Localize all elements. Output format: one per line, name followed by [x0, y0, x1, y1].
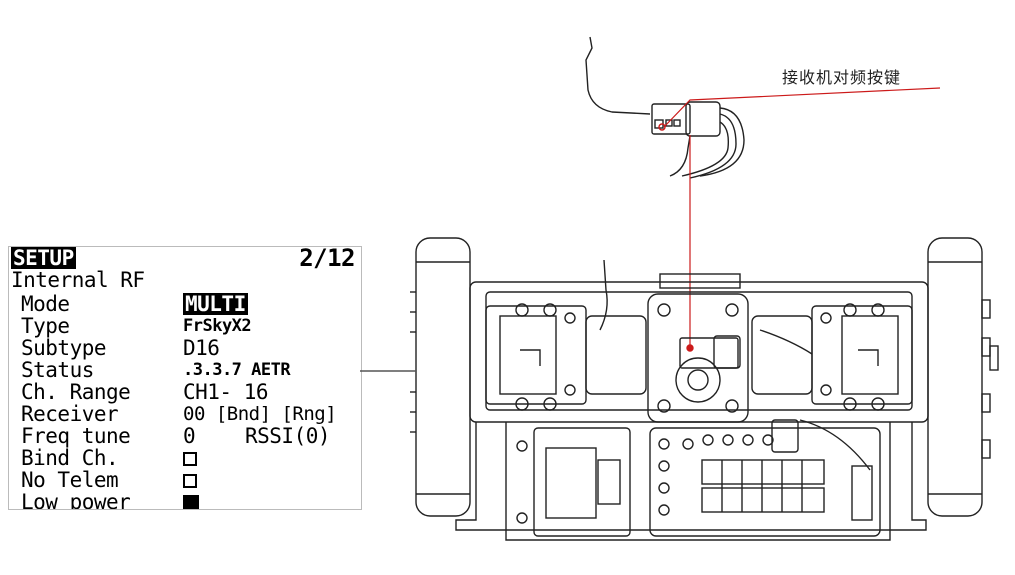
- lcd-row-bind-ch[interactable]: Bind Ch.: [9, 447, 361, 469]
- left-servo: [485, 303, 587, 411]
- lcd-row-low-power[interactable]: Low power: [9, 490, 361, 510]
- lcd-row-subtype[interactable]: Subtype D16: [9, 337, 361, 359]
- lcd-row-receiver[interactable]: Receiver 00 [Bnd] [Rng]: [9, 403, 361, 425]
- lcd-section-title: Internal RF: [11, 268, 145, 292]
- bind-button-marker: [686, 344, 694, 352]
- right-servo: [811, 303, 913, 411]
- lcd-label-mode: Mode: [21, 292, 70, 316]
- lcd-row-mode[interactable]: Mode MULTI: [9, 293, 361, 315]
- right-motor: [751, 315, 813, 395]
- battery-wire: [799, 419, 871, 471]
- bottom-motor: [516, 427, 631, 537]
- servo-wire: [599, 259, 608, 331]
- receiver-module: [651, 101, 745, 179]
- lcd-label-status: Status: [21, 358, 94, 382]
- lcd-label-bind-ch: Bind Ch.: [21, 446, 119, 470]
- lcd-value-receiver[interactable]: 00 [Bnd] [Rng]: [183, 403, 337, 425]
- lcd-label-ch-range: Ch. Range: [21, 380, 131, 404]
- motor-wire: [759, 329, 813, 355]
- lcd-row-no-telem[interactable]: No Telem: [9, 469, 361, 491]
- lcd-value-freq-tune[interactable]: 0: [183, 424, 196, 448]
- callout-leader-line: [663, 87, 941, 128]
- bind-button-callout-label: 接收机对频按键: [782, 70, 902, 87]
- lcd-value-subtype[interactable]: D16: [183, 336, 220, 360]
- lcd-label-receiver: Receiver: [21, 402, 119, 426]
- lcd-label-freq-tune: Freq tune: [21, 424, 131, 448]
- lcd-label-low-power: Low power: [21, 490, 131, 510]
- lcd-checkbox-no-telem[interactable]: [183, 469, 197, 491]
- battery-holder: [649, 419, 881, 537]
- lcd-value-mode[interactable]: MULTI: [183, 292, 248, 316]
- lcd-value-status: .3.3.7 AETR: [183, 360, 291, 380]
- lcd-checkbox-low-power[interactable]: [183, 491, 199, 509]
- lcd-setup-screen: SETUP 2/12 Internal RF Mode MULTI Type F…: [8, 246, 362, 510]
- lcd-value-type[interactable]: FrSkyX2: [183, 316, 252, 336]
- lcd-value-rssi: RSSI(0): [245, 424, 331, 448]
- receiver-antenna: [585, 36, 651, 115]
- left-motor: [585, 315, 647, 395]
- lcd-label-type: Type: [21, 314, 70, 338]
- lcd-row-status: Status .3.3.7 AETR: [9, 359, 361, 381]
- lcd-row-type[interactable]: Type FrSkyX2: [9, 315, 361, 337]
- receiver-bay: [647, 293, 749, 423]
- lcd-header-title: SETUP: [11, 246, 76, 270]
- right-wheel: [927, 237, 999, 517]
- lcd-page-indicator: 2/12: [299, 246, 355, 272]
- lcd-header-row: SETUP 2/12: [9, 246, 361, 272]
- lcd-row-freq-tune[interactable]: Freq tune 0 RSSI(0): [9, 425, 361, 447]
- lcd-label-no-telem: No Telem: [21, 468, 119, 492]
- left-wheel: [410, 237, 471, 517]
- lcd-value-ch-range[interactable]: CH1- 16: [183, 380, 269, 404]
- lcd-label-subtype: Subtype: [21, 336, 107, 360]
- lcd-row-ch-range[interactable]: Ch. Range CH1- 16: [9, 381, 361, 403]
- lcd-checkbox-bind-ch[interactable]: [183, 447, 197, 469]
